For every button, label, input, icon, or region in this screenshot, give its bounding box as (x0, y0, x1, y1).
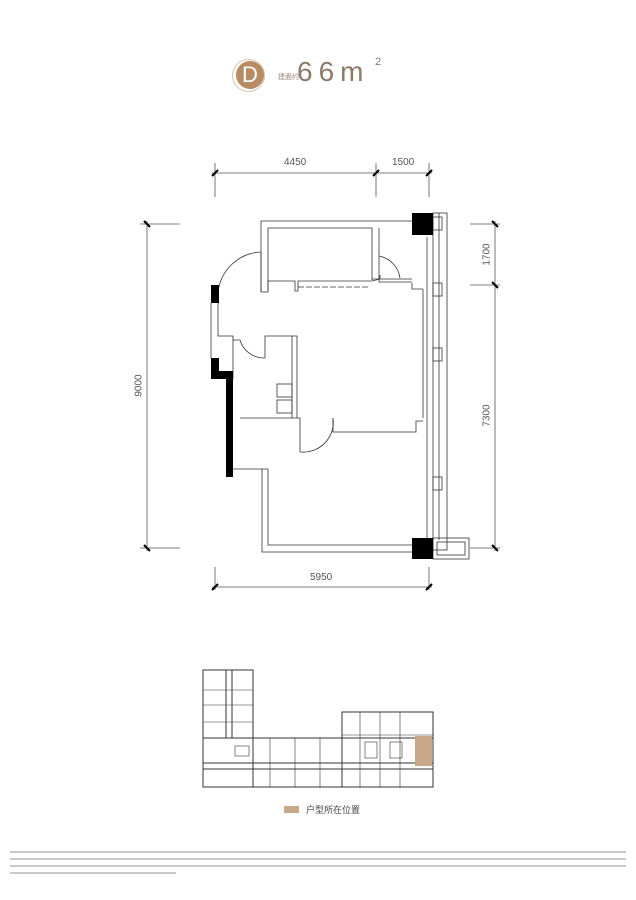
unit-badge-ring (232, 59, 265, 92)
key-plan (202, 669, 434, 788)
legend-swatch (284, 806, 299, 813)
dim-bottom-total: 5950 (310, 572, 333, 583)
dim-left-total: 9000 (133, 374, 145, 397)
dimension-lines (140, 163, 500, 590)
area-value: 66m (297, 56, 370, 87)
unit-type-badge: D (236, 61, 264, 89)
structural-columns (211, 213, 433, 559)
dim-right-bottom: 7300 (481, 404, 493, 427)
area-unit-superscript: 2 (375, 56, 382, 68)
walls-outline (210, 212, 470, 560)
dim-right-top: 1700 (481, 243, 493, 266)
unit-location-highlight (415, 736, 432, 766)
dim-top-left: 4450 (284, 157, 307, 168)
dim-top-right: 1500 (392, 157, 415, 168)
dimension-ticks (143, 169, 499, 591)
legend-label: 户型所在位置 (306, 805, 361, 815)
area-prefix: 建面约 (278, 74, 299, 81)
